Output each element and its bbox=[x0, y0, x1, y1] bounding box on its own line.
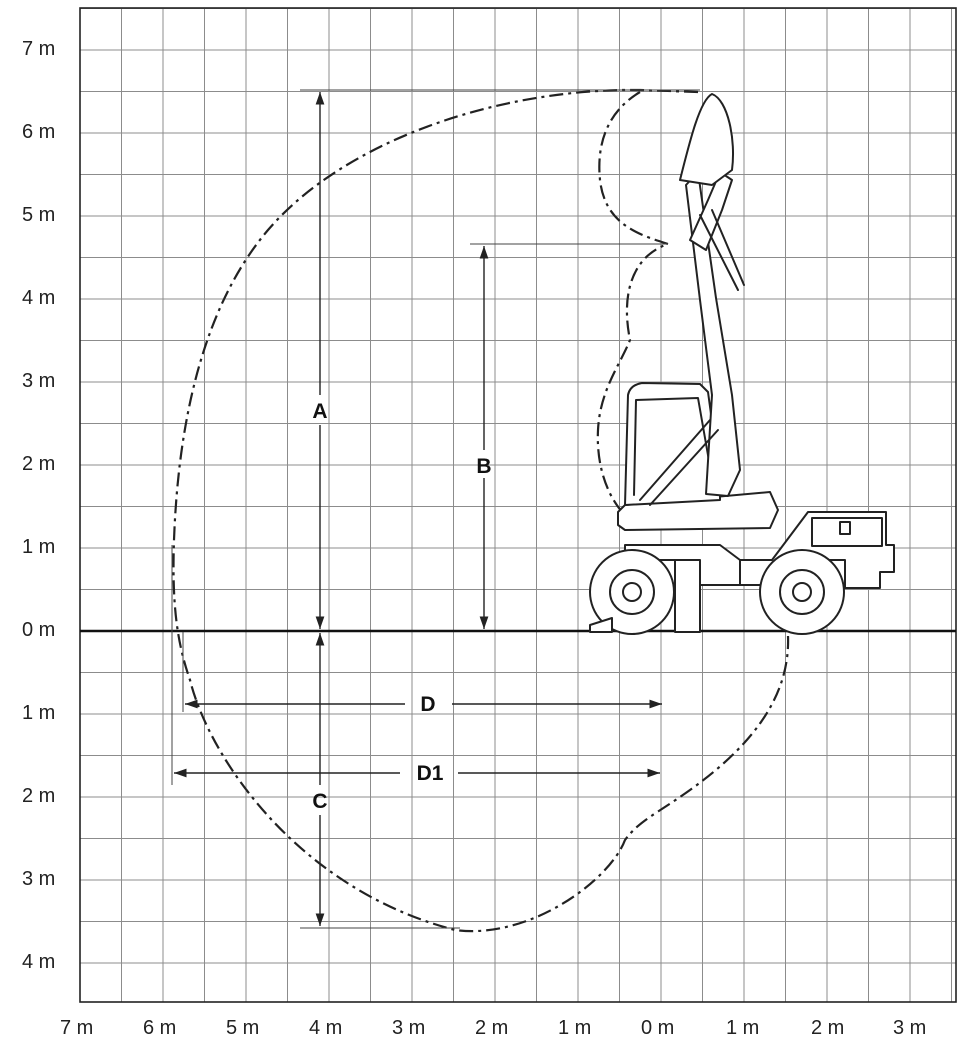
y-label-4m-up: 4 m bbox=[22, 287, 55, 309]
y-label-4m-down: 4 m bbox=[22, 951, 55, 973]
x-label-1m-right: 1 m bbox=[726, 1017, 759, 1039]
x-label-6m-left: 6 m bbox=[143, 1017, 176, 1039]
dipper-arm bbox=[689, 171, 733, 251]
x-label-5m-left: 5 m bbox=[226, 1017, 259, 1039]
dimension-b-label: B bbox=[476, 455, 491, 478]
y-label-0m: 0 m bbox=[22, 619, 55, 641]
x-label-4m-left: 4 m bbox=[309, 1017, 342, 1039]
dimension-a-label: A bbox=[312, 400, 327, 423]
x-label-3m-right: 3 m bbox=[893, 1017, 926, 1039]
dimension-c-label: C bbox=[312, 790, 327, 813]
dimension-d1-label: D1 bbox=[417, 762, 444, 785]
dimension-d-label: D bbox=[420, 693, 435, 716]
outrigger-pad bbox=[589, 617, 613, 633]
x-label-2m-left: 2 m bbox=[475, 1017, 508, 1039]
y-label-1m-down: 1 m bbox=[22, 702, 55, 724]
x-label-3m-left: 3 m bbox=[392, 1017, 425, 1039]
y-label-6m-up: 6 m bbox=[22, 121, 55, 143]
x-label-0m: 0 m bbox=[641, 1017, 674, 1039]
x-label-1m-left: 1 m bbox=[558, 1017, 591, 1039]
y-label-3m-down: 3 m bbox=[22, 868, 55, 890]
y-axis-labels: 7 m 6 m 5 m 4 m 3 m 2 m 1 m 0 m 1 m 2 m … bbox=[22, 38, 55, 973]
engine-panel-badge bbox=[839, 521, 851, 535]
working-range-envelope bbox=[172, 88, 790, 933]
y-label-1m-up: 1 m bbox=[22, 536, 55, 558]
boom-cylinder bbox=[639, 419, 719, 506]
bucket bbox=[679, 93, 734, 186]
x-label-7m-left: 7 m bbox=[60, 1017, 93, 1039]
y-label-7m-up: 7 m bbox=[22, 38, 55, 60]
plot-frame bbox=[79, 7, 957, 1003]
front-wheel-hub bbox=[622, 582, 642, 602]
y-label-5m-up: 5 m bbox=[22, 204, 55, 226]
x-axis-labels: 7 m 6 m 5 m 4 m 3 m 2 m 1 m 0 m 1 m 2 m … bbox=[60, 1017, 926, 1039]
dozer-blade bbox=[674, 559, 701, 633]
y-label-2m-up: 2 m bbox=[22, 453, 55, 475]
inner-reach-envelope bbox=[596, 91, 672, 516]
y-label-2m-down: 2 m bbox=[22, 785, 55, 807]
rear-wheel-hub bbox=[792, 582, 812, 602]
dipper-cylinder bbox=[699, 209, 745, 291]
cab-window bbox=[633, 397, 713, 496]
excavator-machine bbox=[589, 93, 895, 635]
x-label-2m-right: 2 m bbox=[811, 1017, 844, 1039]
grid bbox=[80, 8, 956, 1002]
y-label-3m-up: 3 m bbox=[22, 370, 55, 392]
